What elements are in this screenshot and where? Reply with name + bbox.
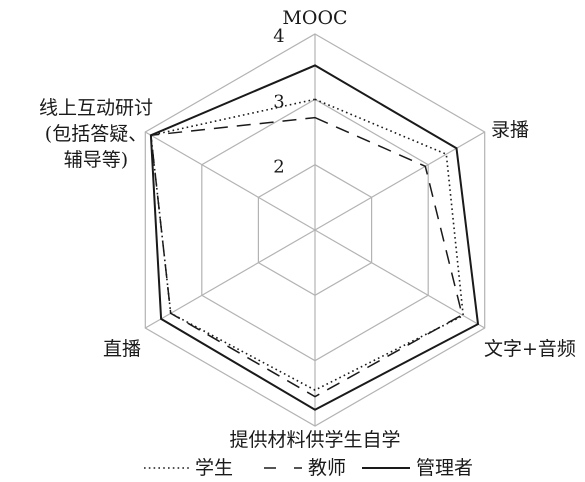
axis-spoke-3: [314, 229, 486, 329]
tick-label-4: 4: [273, 26, 284, 47]
axis-label-4: 提供材料供学生自学: [229, 429, 400, 451]
series-line-3: [149, 64, 480, 411]
axis-label-6-line-1: 线上互动研讨: [39, 97, 153, 119]
legend-label-2: 教师: [308, 457, 346, 479]
axis-spoke-6: [144, 131, 316, 231]
series-line-1: [150, 98, 465, 392]
axis-spoke-5: [144, 229, 316, 329]
tick-label-3: 3: [273, 91, 284, 112]
legend-label-1: 学生: [195, 457, 233, 479]
axis-label-5: 直播: [103, 338, 141, 360]
axis-label-2: 录播: [491, 119, 529, 141]
axis-spoke-2: [314, 131, 486, 231]
series-line-2: [150, 116, 463, 398]
legend-label-3: 管理者: [416, 457, 473, 479]
axis-label-1: MOOC: [282, 7, 347, 29]
axis-label-6-line-3: 辅导等): [64, 149, 128, 171]
axis-label-6-line-2: (包括答疑、: [45, 123, 147, 145]
axis-label-3: 文字+音频: [484, 338, 576, 360]
tick-label-2: 2: [273, 157, 284, 178]
